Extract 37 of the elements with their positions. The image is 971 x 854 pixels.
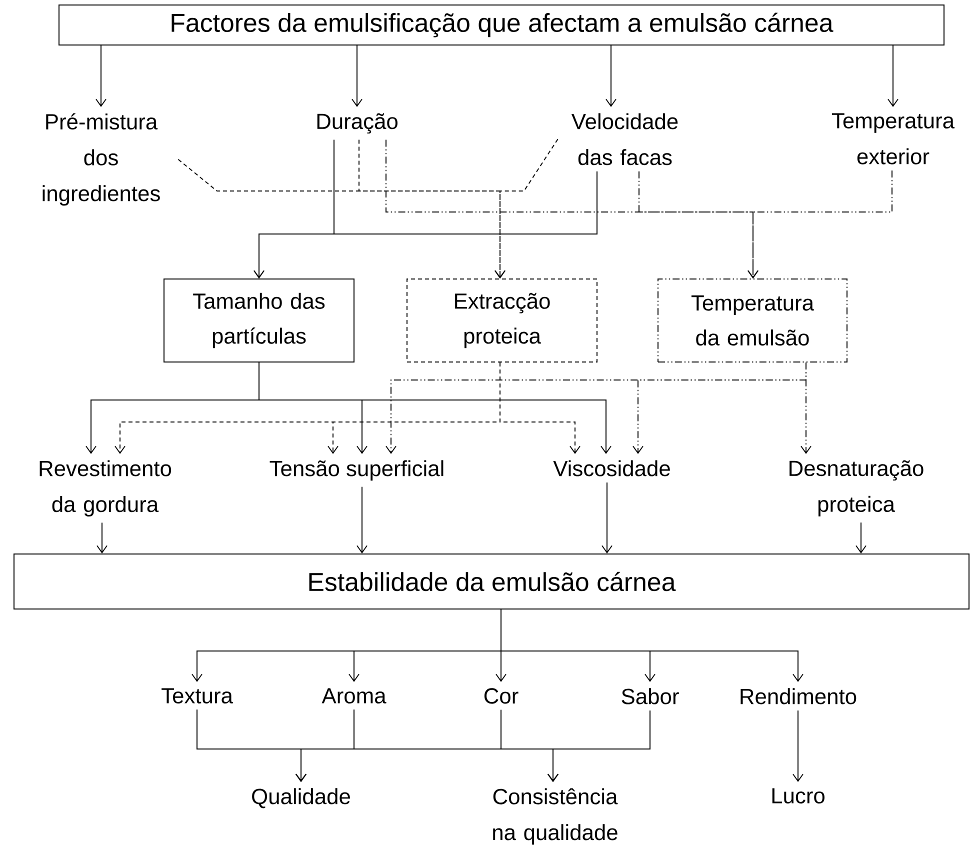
arrow [606,45,616,107]
arrow [96,45,106,107]
factor-label: Duração [317,113,398,134]
arrow [352,45,362,107]
factor-label: Viscosidade [553,460,670,476]
process-box: Temperatura da emulsão [658,278,848,362]
factor-label: Consistência na qualidade [493,788,618,845]
arrow [548,710,650,782]
arrow [748,170,892,278]
factor-label: Tensão superficial [270,460,444,481]
arrow [856,522,866,554]
arrow [96,522,108,554]
process-box: Factores da emulsificação que afectam a emulsão cárnea [58,4,944,46]
factor-label: Lucro [772,788,824,804]
process-box: Tamanho das partículas [164,278,354,362]
arrow [258,362,612,454]
arrow [500,362,580,454]
arrow [356,486,368,554]
factor-label: Cor [484,688,518,704]
arrow [254,170,598,278]
arrow [792,710,804,782]
arrow [602,482,612,554]
factor-label: Revestimento da gordura [40,460,172,516]
arrow [800,362,812,454]
factor-label: Sabor [622,688,679,704]
arrow [494,138,558,278]
factor-label: Velocidade das facas [571,113,678,166]
factor-label: Rendimento [740,688,856,704]
process-box: Estabilidade da emulsão cárnea [14,554,970,610]
factor-label: Desnaturação proteica [790,460,924,516]
factor-label: Aroma [322,688,386,704]
factor-label: Qualidade [252,788,350,808]
factor-label: Pré-mistura dos ingredientes [42,113,160,206]
factor-label: Textura [162,688,233,704]
process-box: Extracção proteica [406,278,598,362]
factor-label: Temperatura exterior [832,113,955,164]
arrow [888,45,898,107]
